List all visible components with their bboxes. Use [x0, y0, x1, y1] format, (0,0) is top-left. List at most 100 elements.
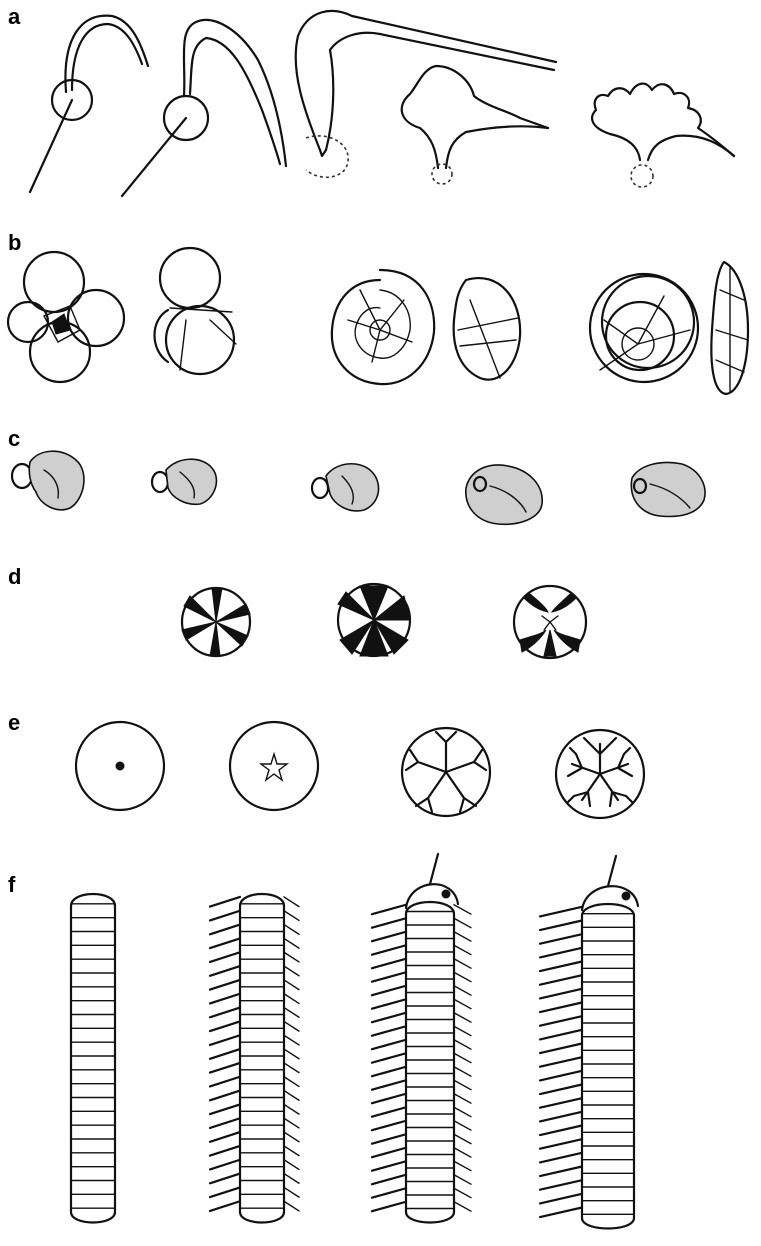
leg [372, 1013, 406, 1022]
eye [622, 892, 630, 900]
leg [210, 1104, 240, 1114]
row-c-form-1 [12, 451, 84, 510]
leg [284, 925, 299, 935]
leg [454, 932, 471, 941]
leg [210, 1063, 240, 1073]
leg [540, 1126, 582, 1136]
leg [540, 1098, 582, 1108]
leg [210, 1049, 240, 1059]
leg [372, 1107, 406, 1116]
leg [284, 1104, 299, 1114]
leg [284, 952, 299, 962]
leg [284, 1118, 299, 1128]
body-outline [71, 894, 115, 1223]
leg [540, 1003, 582, 1013]
row-e-disc-2 [230, 722, 318, 810]
antenna [430, 854, 438, 884]
leg [372, 1188, 406, 1197]
leg [210, 1146, 240, 1156]
leg [210, 1008, 240, 1018]
row-f-body-4 [540, 856, 638, 1229]
row-a-form-1 [30, 16, 148, 192]
leg [284, 1021, 299, 1031]
leg [284, 1063, 299, 1073]
body-outline [582, 904, 634, 1229]
leg [540, 948, 582, 958]
row-f-body-1 [71, 894, 115, 1223]
leg [540, 1057, 582, 1067]
row-b-form-6 [711, 262, 748, 394]
leg [284, 1187, 299, 1197]
row-a-form-5 [592, 84, 734, 187]
leg [454, 999, 471, 1008]
leg [210, 994, 240, 1004]
leg [284, 1146, 299, 1156]
row-f-body-2 [210, 894, 299, 1223]
leg [540, 989, 582, 999]
leg [454, 1067, 471, 1076]
leg [454, 1053, 471, 1062]
leg [372, 905, 406, 914]
row-f-body-3 [372, 854, 471, 1223]
body-outline [406, 902, 454, 1223]
leg [284, 994, 299, 1004]
leg [454, 986, 471, 995]
leg [540, 1085, 582, 1095]
leg [372, 1053, 406, 1062]
row-d-disc-2 [338, 584, 410, 656]
leg [210, 980, 240, 990]
leg [454, 1026, 471, 1035]
leg [540, 1180, 582, 1190]
leg [454, 1148, 471, 1157]
leg [210, 1077, 240, 1087]
leg [284, 980, 299, 990]
leg [210, 897, 240, 907]
leg [210, 1021, 240, 1031]
row-a-figures [30, 11, 734, 196]
leg [540, 962, 582, 972]
row-b-form-3 [332, 270, 434, 384]
leg [372, 972, 406, 981]
row-e-disc-4 [556, 730, 644, 818]
leg [540, 1044, 582, 1054]
leg [540, 1167, 582, 1177]
row-c-form-4 [466, 465, 542, 524]
leg [284, 1008, 299, 1018]
row-c-form-3 [312, 464, 379, 511]
leg [540, 1208, 582, 1218]
row-c-form-5 [631, 463, 705, 517]
row-b-form-4 [454, 278, 520, 380]
leg [372, 959, 406, 968]
leg [454, 1202, 471, 1211]
leg [540, 1139, 582, 1149]
leg [372, 918, 406, 927]
leg [210, 1132, 240, 1142]
leg [540, 1153, 582, 1163]
leg [372, 1202, 406, 1211]
leg [372, 1134, 406, 1143]
row-f-figures [71, 854, 638, 1229]
leg [210, 966, 240, 976]
leg [210, 1187, 240, 1197]
row-a-form-3 [296, 11, 556, 177]
leg [210, 925, 240, 935]
row-a-form-2 [122, 20, 286, 196]
leg [454, 1121, 471, 1130]
leg [284, 938, 299, 948]
row-b-figures [8, 248, 748, 394]
leg [454, 905, 471, 914]
leg [210, 911, 240, 921]
leg [210, 1174, 240, 1184]
leg [540, 1194, 582, 1204]
leg [454, 1094, 471, 1103]
leg [284, 1201, 299, 1211]
leg [284, 897, 299, 907]
leg [372, 1175, 406, 1184]
row-a-form-4 [402, 66, 548, 184]
leg [210, 1201, 240, 1211]
leg [454, 1013, 471, 1022]
leg [372, 945, 406, 954]
leg [210, 1035, 240, 1045]
